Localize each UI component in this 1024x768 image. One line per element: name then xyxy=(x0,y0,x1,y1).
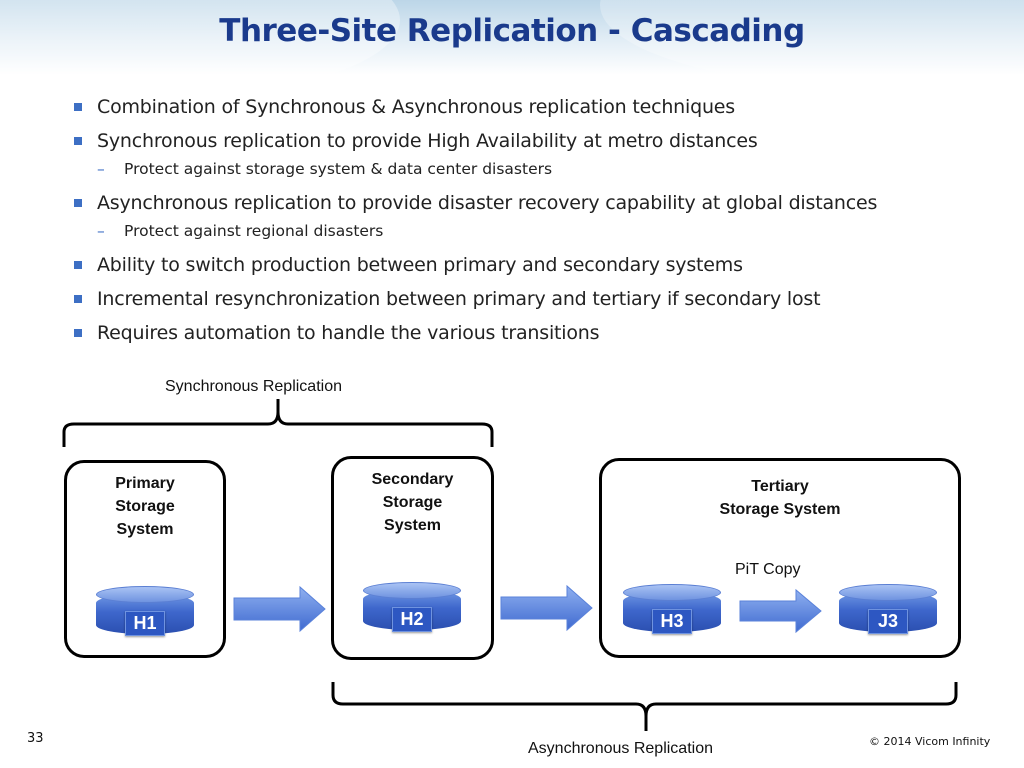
bullet-item: Incremental resynchronization between pr… xyxy=(72,287,1012,311)
tertiary-title-line: Storage System xyxy=(719,501,841,518)
primary-storage-title: Primary Storage System xyxy=(67,472,223,541)
sub-bullet-item: – Protect against storage system & data c… xyxy=(72,159,1012,179)
secondary-title-line: Storage xyxy=(382,494,443,511)
disk-h3-icon: H3 xyxy=(623,584,721,636)
pit-copy-label: PiT Copy xyxy=(735,561,801,578)
sub-bullet-marker: – xyxy=(97,222,105,240)
disk-h1-icon: H1 xyxy=(96,586,194,638)
tertiary-storage-title: Tertiary Storage System xyxy=(602,475,958,521)
primary-title-line: System xyxy=(116,521,174,538)
async-replication-label: Asynchronous Replication xyxy=(528,740,713,757)
arrow-right-icon xyxy=(739,588,822,634)
secondary-storage-title: Secondary Storage System xyxy=(334,468,491,537)
sub-bullet-text: Protect against storage system & data ce… xyxy=(124,160,553,178)
bullet-list: Combination of Synchronous & Asynchronou… xyxy=(72,95,1012,355)
sub-bullet-item: – Protect against regional disasters xyxy=(72,221,1012,241)
disk-label: H3 xyxy=(652,609,692,634)
disk-j3-icon: J3 xyxy=(839,584,937,636)
slide-title: Three-Site Replication - Cascading xyxy=(219,13,805,49)
bullet-item: Ability to switch production between pri… xyxy=(72,253,1012,277)
disk-h2-icon: H2 xyxy=(363,582,461,634)
sync-brace xyxy=(62,399,494,447)
sync-replication-label: Synchronous Replication xyxy=(165,378,342,395)
async-brace xyxy=(331,682,958,731)
arrow-right-icon xyxy=(500,584,593,632)
disk-label: H2 xyxy=(392,607,432,632)
page-number: 33 xyxy=(27,731,44,746)
disk-top xyxy=(839,584,937,601)
copyright-text: © 2014 Vicom Infinity xyxy=(869,735,991,748)
bullet-item: Requires automation to handle the variou… xyxy=(72,321,1012,345)
bullet-item: Synchronous replication to provide High … xyxy=(72,129,1012,153)
bullet-item: Asynchronous replication to provide disa… xyxy=(72,191,1012,215)
bullet-item: Combination of Synchronous & Asynchronou… xyxy=(72,95,1012,119)
title-band xyxy=(0,0,1024,100)
disk-top xyxy=(96,586,194,603)
primary-title-line: Primary xyxy=(115,475,175,492)
primary-title-line: Storage xyxy=(115,498,175,515)
secondary-title-line: System xyxy=(384,517,441,534)
disk-label: H1 xyxy=(125,611,165,636)
disk-top xyxy=(363,582,461,599)
disk-top xyxy=(623,584,721,601)
secondary-title-line: Secondary xyxy=(371,471,454,488)
sub-bullet-marker: – xyxy=(97,160,105,178)
disk-label: J3 xyxy=(868,609,908,634)
tertiary-title-line: Tertiary xyxy=(751,478,809,495)
arrow-right-icon xyxy=(233,585,326,633)
sub-bullet-text: Protect against regional disasters xyxy=(124,222,384,240)
